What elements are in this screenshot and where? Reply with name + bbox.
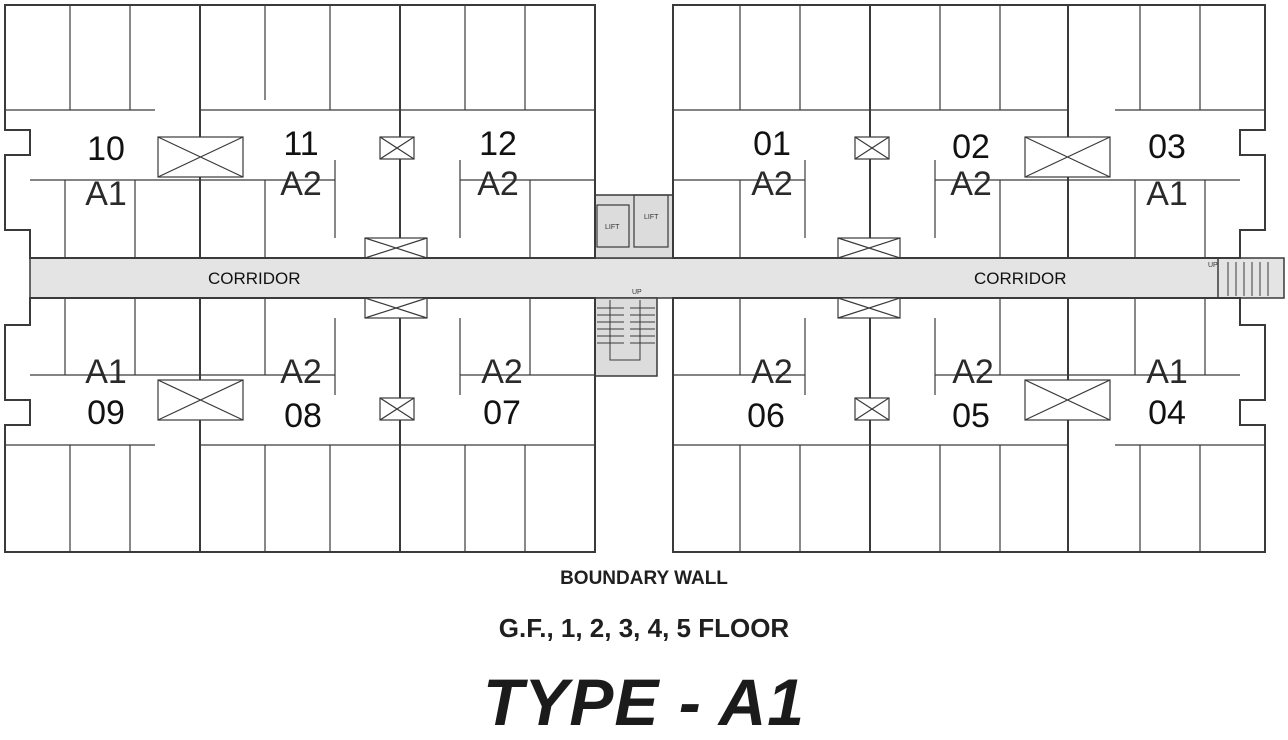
lift-label-1: LIFT xyxy=(605,224,620,231)
plan-title: TYPE - A1 xyxy=(483,665,805,739)
unit-type-02: A2 xyxy=(950,165,992,203)
corridor xyxy=(29,257,1231,299)
unit-number-07: 07 xyxy=(483,394,521,432)
unit-type-08: A2 xyxy=(280,353,322,391)
lift-label-2: LIFT xyxy=(644,214,659,221)
unit-number-05: 05 xyxy=(952,397,990,435)
unit-number-03: 03 xyxy=(1148,128,1186,166)
unit-12 xyxy=(399,4,596,259)
central-stair xyxy=(594,297,658,377)
unit-number-04: 04 xyxy=(1148,394,1186,432)
unit-number-08: 08 xyxy=(284,397,322,435)
unit-type-11: A2 xyxy=(280,165,322,203)
unit-number-06: 06 xyxy=(747,397,785,435)
boundary-wall-label: BOUNDARY WALL xyxy=(560,568,728,589)
end-stair xyxy=(1217,257,1285,299)
unit-number-09: 09 xyxy=(87,394,125,432)
unit-number-02: 02 xyxy=(952,128,990,166)
unit-number-12: 12 xyxy=(479,125,517,163)
floor-plan: LIFT LIFT UP UP xyxy=(4,4,1285,553)
unit-type-07: A2 xyxy=(481,353,523,391)
lift-shaft-2 xyxy=(633,194,669,248)
end-stair-treads xyxy=(1227,262,1269,296)
corridor-label-left: CORRIDOR xyxy=(208,269,301,288)
end-stair-up-label: UP xyxy=(1208,262,1218,269)
unit-type-05: A2 xyxy=(952,353,994,391)
unit-type-04: A1 xyxy=(1146,353,1188,391)
unit-type-10: A1 xyxy=(85,175,127,213)
unit-04 xyxy=(1067,297,1266,553)
corridor-label-right: CORRIDOR xyxy=(974,269,1067,288)
unit-type-12: A2 xyxy=(477,165,519,203)
lift-shaft-1 xyxy=(596,204,630,248)
unit-type-06: A2 xyxy=(751,353,793,391)
shafts xyxy=(157,136,1111,421)
unit-07 xyxy=(399,297,596,553)
central-stair-treads xyxy=(597,300,655,361)
unit-number-11: 11 xyxy=(283,125,318,163)
unit-type-03: A1 xyxy=(1146,175,1188,213)
unit-03 xyxy=(1067,4,1266,259)
unit-type-09: A1 xyxy=(85,353,127,391)
central-stair-up-label: UP xyxy=(632,289,642,296)
unit-number-10: 10 xyxy=(87,130,125,168)
unit-number-01: 01 xyxy=(753,125,791,163)
unit-type-01: A2 xyxy=(751,165,793,203)
floors-label: G.F., 1, 2, 3, 4, 5 FLOOR xyxy=(498,613,790,643)
